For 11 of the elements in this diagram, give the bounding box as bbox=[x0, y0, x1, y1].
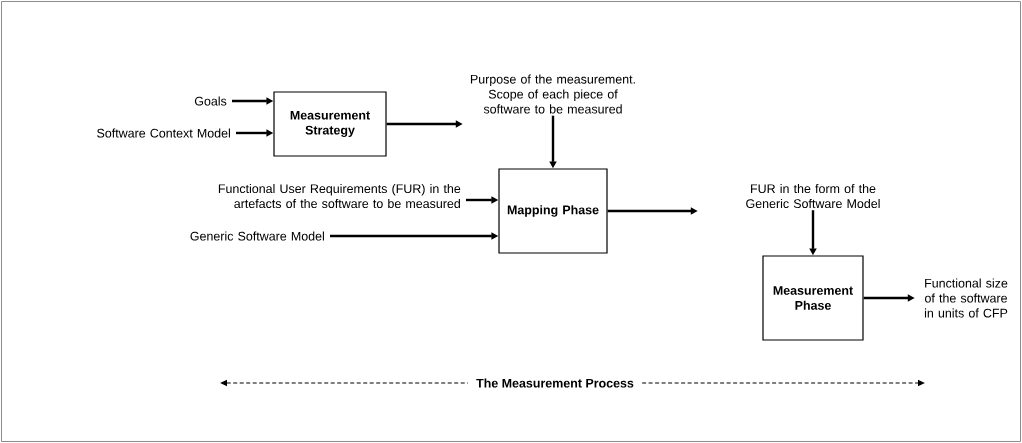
text-label: Generic Software Model bbox=[190, 231, 324, 241]
text-label: Goals bbox=[194, 96, 227, 106]
text-label: Functional size of the software in units of CFP bbox=[924, 278, 1008, 318]
text-label: Functional User Requirements (FUR) in the artefacts of the software to be measured bbox=[218, 183, 461, 209]
process-label: The Measurement Process bbox=[476, 378, 634, 388]
process-box: Measurement Phase bbox=[762, 255, 864, 341]
text-label: Purpose of the measurement. Scope of each piece of software to be measured bbox=[470, 74, 635, 114]
process-box: Mapping Phase bbox=[498, 168, 608, 254]
text-label: Software Context Model bbox=[97, 128, 230, 138]
text-label: FUR in the form of the Generic Software Model bbox=[746, 183, 880, 209]
process-box: Measurement Strategy bbox=[273, 91, 387, 157]
